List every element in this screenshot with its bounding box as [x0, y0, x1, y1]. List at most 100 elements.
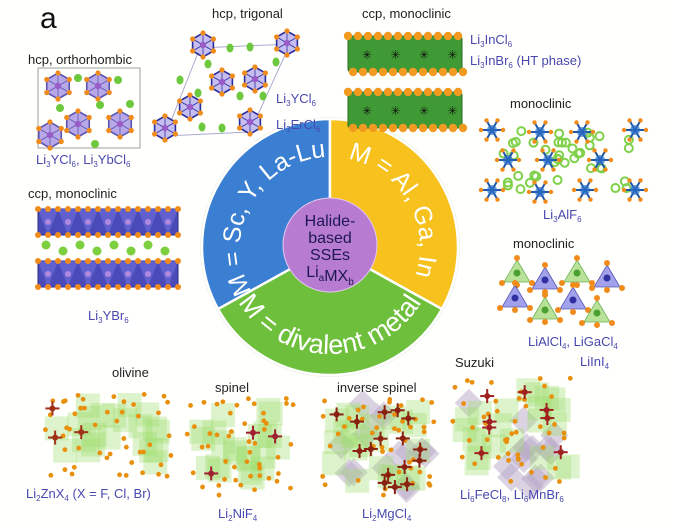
halide-atom	[190, 48, 196, 54]
halide-atom	[274, 46, 280, 52]
metal-atom	[535, 187, 545, 197]
halide-atom	[284, 52, 290, 58]
halide-atom	[36, 125, 42, 132]
halide-atom	[266, 475, 272, 481]
formula-subscript: 6	[125, 160, 131, 169]
halide-atom	[548, 129, 554, 135]
formula-label: Li3ErCl6	[276, 117, 320, 134]
halide-atom	[542, 262, 548, 268]
halide-atom	[117, 472, 122, 478]
halide-atom	[107, 451, 113, 457]
halide-atom	[62, 447, 68, 453]
metal-atom	[49, 405, 56, 412]
metal-atom	[394, 407, 401, 414]
li-atom	[584, 140, 595, 151]
halide-atom	[500, 127, 506, 133]
halide-atom	[155, 232, 161, 238]
halide-atom	[493, 398, 499, 404]
halide-atom	[453, 31, 463, 41]
halide-atom	[458, 67, 468, 77]
formula-label: Li3YBr6	[88, 308, 129, 325]
li-atom	[552, 174, 563, 185]
octahedron	[327, 430, 356, 460]
halide-atom	[511, 167, 516, 172]
halide-atom	[47, 119, 53, 125]
formula-subscript: 2	[36, 494, 41, 503]
formula-subscript: 3	[286, 99, 291, 108]
metal-atom	[569, 296, 577, 304]
halide-atom	[387, 397, 393, 402]
halide-atom	[106, 89, 112, 96]
halide-atom	[274, 34, 280, 40]
halide-atom	[35, 232, 41, 238]
halide-atom	[247, 107, 253, 113]
structure-inverse-spinel	[320, 389, 440, 504]
metal-atom	[630, 185, 640, 195]
halide-atom	[396, 427, 402, 433]
halide-atom	[537, 424, 543, 430]
halide-atom	[388, 67, 398, 77]
halide-atom	[115, 284, 121, 290]
metal-atom	[577, 127, 587, 137]
metal-atom	[487, 125, 497, 135]
formula-subscript: 4	[613, 342, 618, 351]
title-ccp-monoclinic-2: ccp, monoclinic	[28, 186, 117, 201]
halide-atom	[201, 399, 207, 405]
li-atom	[218, 123, 226, 133]
halide-atom	[216, 492, 222, 498]
halide-atom	[156, 471, 161, 477]
halide-atom	[627, 197, 632, 202]
halide-atom	[512, 307, 518, 313]
halide-atom	[593, 187, 599, 193]
formula-text: , LiGaCl	[566, 334, 614, 349]
halide-atom	[177, 98, 183, 104]
halide-atom	[604, 287, 610, 293]
halide-atom	[427, 474, 433, 479]
formula-subscript: 6	[124, 316, 129, 325]
halide-atom	[557, 287, 563, 293]
metal-atom	[85, 271, 91, 277]
formula-subscript: 6	[559, 495, 564, 504]
formula-subscript: 3	[553, 215, 558, 224]
metal-atom	[251, 75, 259, 83]
halide-atom	[190, 470, 196, 476]
octahedron	[487, 413, 512, 438]
halide-atom	[75, 392, 81, 398]
halide-atom	[246, 396, 251, 402]
halide-atom	[643, 127, 649, 133]
formula-label: LiInI4	[580, 354, 609, 371]
halide-atom	[234, 402, 240, 408]
metal-atom	[105, 219, 111, 225]
halide-atom	[469, 379, 475, 385]
halide-atom	[453, 87, 463, 97]
halide-atom	[408, 123, 418, 133]
metal-atom	[125, 271, 131, 277]
halide-atom	[577, 197, 582, 202]
halide-atom	[495, 137, 500, 142]
core-formula: LiaMXb	[306, 264, 354, 288]
halide-atom	[353, 87, 363, 97]
li-atom	[556, 137, 567, 148]
halide-atom	[85, 232, 91, 238]
halide-atom	[403, 87, 413, 97]
halide-atom	[55, 232, 61, 238]
halide-atom	[358, 67, 368, 77]
halide-atom	[540, 445, 546, 450]
li-atom	[567, 143, 578, 154]
formula-text: MnBr	[528, 487, 560, 502]
halide-atom	[363, 87, 373, 97]
formula-subscript: 8	[502, 495, 507, 504]
halide-atom	[55, 96, 61, 102]
metal-atom	[165, 271, 171, 277]
halide-atom	[470, 425, 475, 430]
halide-atom	[355, 407, 361, 413]
halide-atom	[374, 425, 380, 431]
metal-atom	[487, 185, 497, 195]
halide-atom	[252, 88, 258, 94]
halide-atom	[343, 31, 353, 41]
halide-atom	[522, 397, 527, 402]
halide-atom	[373, 31, 383, 41]
halide-atom	[275, 454, 281, 460]
halide-atom	[458, 123, 468, 133]
halide-atom	[478, 187, 484, 193]
